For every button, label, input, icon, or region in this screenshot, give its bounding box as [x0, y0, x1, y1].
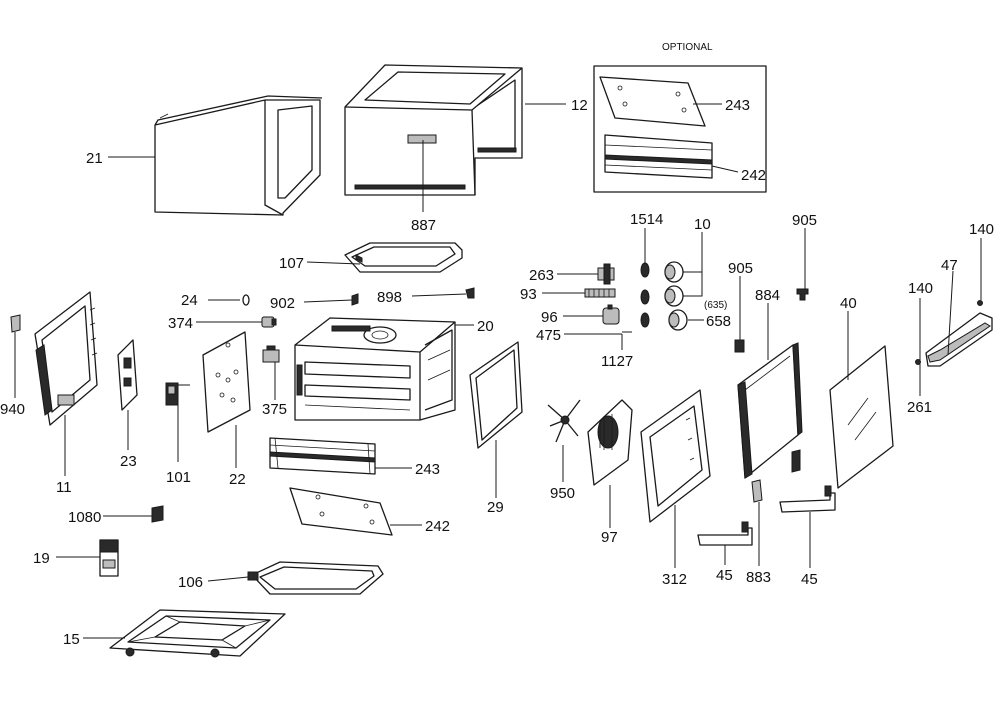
label-902: 902 — [270, 295, 295, 312]
part-23-bracket — [117, 339, 138, 411]
part-45-hinge-a — [697, 521, 753, 546]
label-21: 21 — [86, 150, 103, 167]
label-887: 887 — [411, 217, 436, 234]
part-11-back-panel — [34, 291, 98, 426]
label-375: 375 — [262, 401, 287, 418]
label-12: 12 — [571, 97, 588, 114]
part-number-labels: OPTIONAL 21 12 887 243 242 107 24 902 89… — [0, 42, 994, 648]
label-40: 40 — [840, 295, 857, 312]
label-242-optional: 242 — [741, 167, 766, 184]
part-107-top-heater — [344, 242, 463, 273]
part-312-door-frame — [640, 389, 711, 523]
label-107: 107 — [279, 255, 304, 272]
label-22: 22 — [229, 471, 246, 488]
part-47-handle — [925, 312, 993, 367]
label-658: 658 — [706, 313, 731, 330]
label-11: 11 — [56, 479, 72, 496]
part-21-outer-housing — [154, 95, 323, 216]
label-884: 884 — [755, 287, 780, 304]
label-905-a: 905 — [792, 212, 817, 229]
part-24-washer — [242, 294, 250, 306]
part-19-timer — [99, 539, 119, 577]
label-898: 898 — [377, 289, 402, 306]
label-106: 106 — [178, 574, 203, 591]
label-1514: 1514 — [630, 211, 663, 228]
part-884-inner-glass — [737, 342, 803, 479]
label-97: 97 — [601, 529, 618, 546]
label-101: 101 — [166, 469, 191, 486]
optional-label: OPTIONAL — [662, 42, 713, 53]
part-658-knob — [668, 309, 688, 331]
label-883: 883 — [746, 569, 771, 586]
label-243-optional: 243 — [725, 97, 750, 114]
label-23: 23 — [120, 453, 137, 470]
part-242-rack — [289, 487, 393, 536]
label-242: 242 — [425, 518, 450, 535]
part-243-optional-tray — [599, 76, 706, 127]
label-950: 950 — [550, 485, 575, 502]
label-475: 475 — [536, 327, 561, 344]
part-29-door-seal — [469, 341, 523, 449]
label-15: 15 — [63, 631, 80, 648]
label-140-b: 140 — [908, 280, 933, 297]
part-243-tray — [269, 437, 376, 475]
label-1127: 1127 — [601, 353, 633, 370]
part-10-knobs — [664, 261, 684, 307]
part-375-lamp-holder — [262, 345, 280, 363]
control-components — [584, 261, 688, 333]
label-29: 29 — [487, 499, 504, 516]
optional-group — [593, 65, 767, 193]
part-883-bracket — [751, 479, 763, 503]
part-106-bottom-heater — [247, 561, 384, 595]
label-312: 312 — [662, 571, 687, 588]
part-96-thermostat — [602, 304, 620, 325]
part-1080-clip — [151, 505, 164, 523]
label-635: (635) — [704, 300, 727, 311]
part-45-hinge-b — [779, 485, 836, 513]
part-93-terminal-block — [584, 288, 616, 298]
part-101-switch — [165, 382, 179, 406]
part-242-optional-rack — [604, 134, 713, 179]
label-47: 47 — [941, 257, 958, 274]
part-905-clip-b — [734, 339, 745, 353]
label-45-b: 45 — [801, 571, 818, 588]
part-263-switch — [597, 263, 615, 285]
part-140-screw-a — [977, 300, 983, 306]
label-93: 93 — [520, 286, 537, 303]
label-140-a: 140 — [969, 221, 994, 238]
part-898-clip — [465, 287, 475, 299]
part-20-oven-cavity — [294, 317, 456, 421]
part-22-side-panel — [202, 331, 251, 433]
part-950-fan-blade — [547, 399, 581, 443]
label-263: 263 — [529, 267, 554, 284]
part-1514-springs — [640, 262, 650, 328]
part-97-fan-cover — [587, 399, 633, 486]
label-905-b: 905 — [728, 260, 753, 277]
label-1080: 1080 — [68, 509, 101, 526]
label-45-a: 45 — [716, 567, 733, 584]
label-10: 10 — [694, 216, 711, 233]
label-940: 940 — [0, 401, 25, 418]
part-905-clip-a — [796, 288, 809, 301]
part-902-clip — [351, 293, 359, 306]
part-12-cabinet — [344, 64, 523, 196]
label-243: 243 — [415, 461, 440, 478]
label-24: 24 — [181, 292, 198, 309]
label-96: 96 — [541, 309, 558, 326]
part-15-bottom-plate — [109, 609, 286, 658]
part-261-screw — [915, 359, 921, 365]
part-40-outer-glass — [829, 345, 894, 489]
leader-lines — [14, 103, 982, 639]
label-374: 374 — [168, 315, 193, 332]
part-374-lamp — [261, 316, 277, 328]
label-261: 261 — [907, 399, 932, 416]
part-940-cover — [10, 314, 21, 333]
label-19: 19 — [33, 550, 50, 567]
label-20: 20 — [477, 318, 494, 335]
